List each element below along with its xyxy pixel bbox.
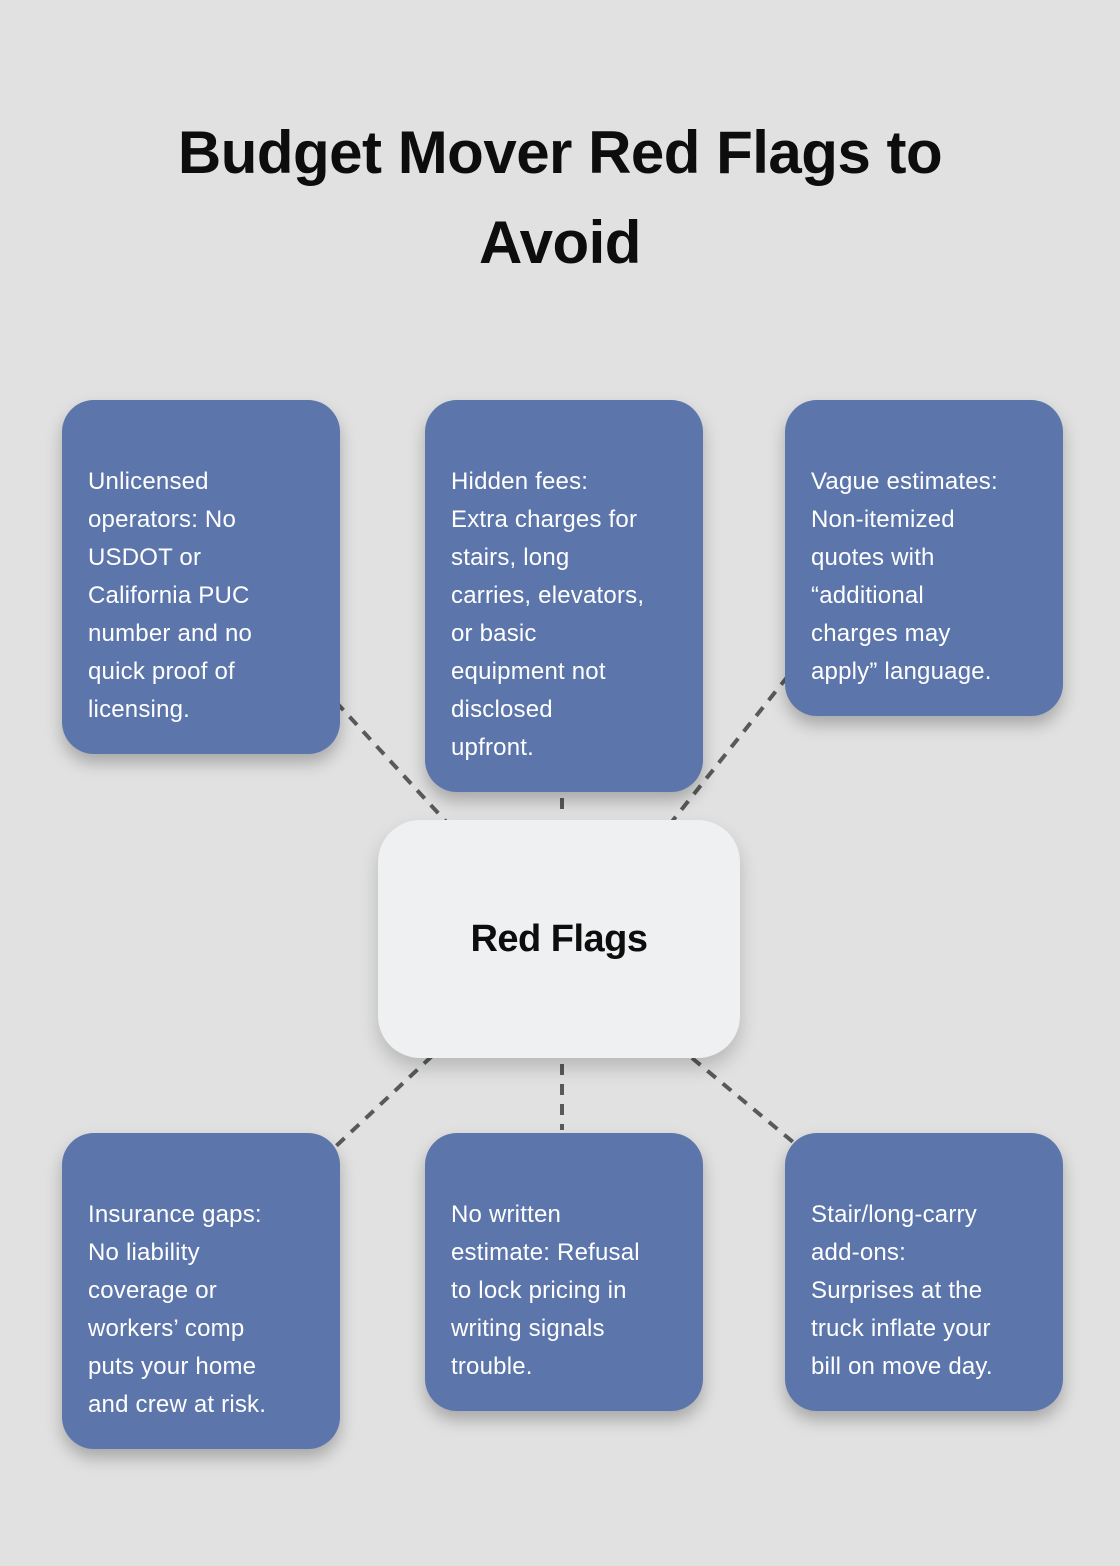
node-unlicensed-operators: Unlicensed operators: No USDOT or Califo… xyxy=(62,400,340,754)
page-title: Budget Mover Red Flags to Avoid xyxy=(177,119,943,276)
node-stair-long-carry-add-ons: Stair/long-carry add-ons: Surprises at t… xyxy=(785,1133,1063,1411)
node-vague-estimates: Vague estimates: Non-itemized quotes wit… xyxy=(785,400,1063,716)
node-hidden-fees: Hidden fees: Extra charges for stairs, l… xyxy=(425,400,703,792)
connector-top-left xyxy=(334,700,452,828)
center-node: Red Flags xyxy=(378,820,740,1058)
node-text: No written estimate: Refusal to lock pri… xyxy=(451,1201,640,1380)
node-text: Hidden fees: Extra charges for stairs, l… xyxy=(451,468,645,761)
connector-bottom-right xyxy=(690,1056,795,1144)
node-text: Vague estimates: Non-itemized quotes wit… xyxy=(811,468,998,685)
connector-bottom-left xyxy=(332,1054,434,1150)
node-no-written-estimate: No written estimate: Refusal to lock pri… xyxy=(425,1133,703,1411)
node-text: Stair/long-carry add-ons: Surprises at t… xyxy=(811,1201,993,1380)
node-insurance-gaps: Insurance gaps: No liability coverage or… xyxy=(62,1133,340,1449)
node-text: Unlicensed operators: No USDOT or Califo… xyxy=(88,468,253,723)
center-node-label: Red Flags xyxy=(470,917,648,960)
node-text: Insurance gaps: No liability coverage or… xyxy=(88,1201,267,1418)
